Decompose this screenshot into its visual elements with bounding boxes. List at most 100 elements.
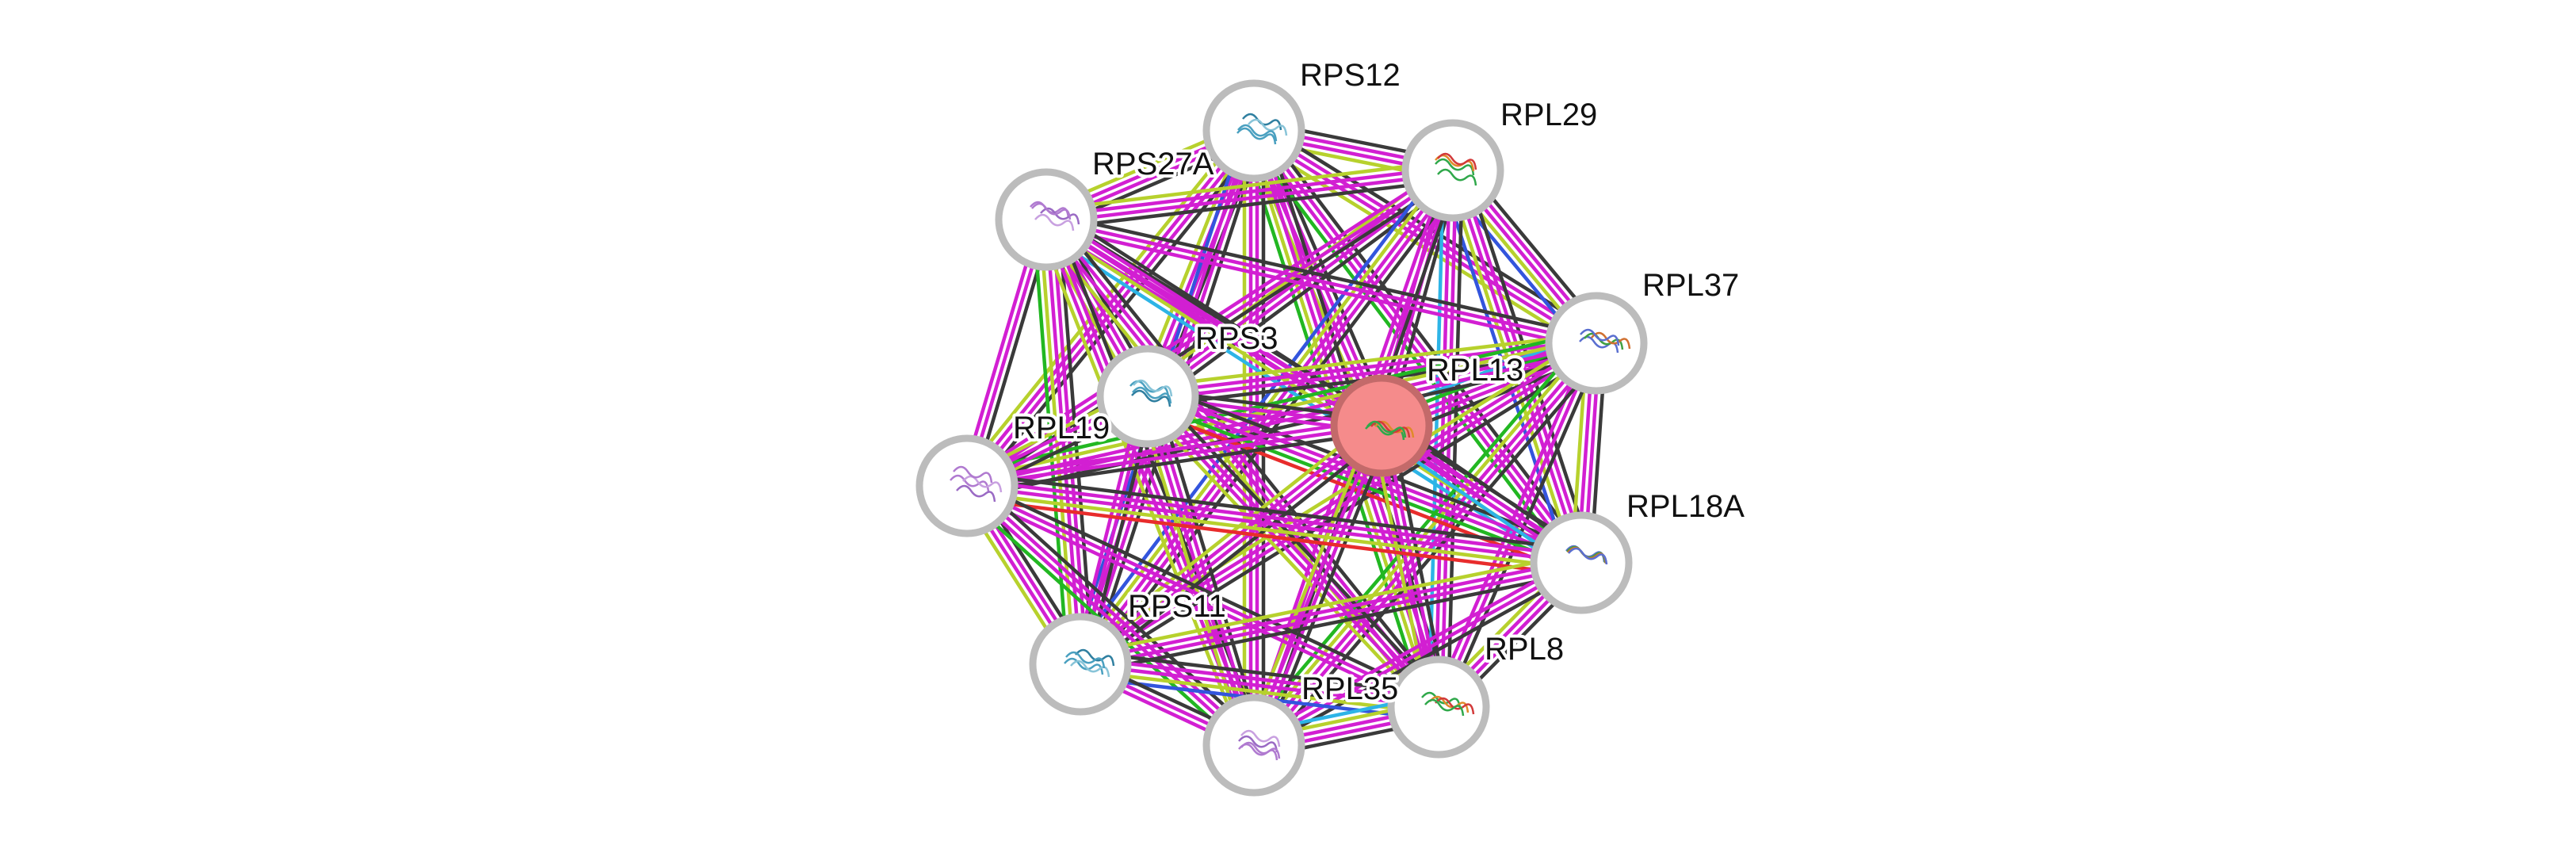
edge-rpl18a-rps11: [1076, 551, 1581, 657]
structure-glyph: [1040, 207, 1080, 225]
edge-rps27a-rps11: [1050, 217, 1089, 666]
node-rpl18a[interactable]: [1530, 511, 1633, 614]
edge-rps3-rpl8: [1143, 396, 1439, 711]
node-circle[interactable]: [1401, 119, 1504, 222]
structure-glyph: [1424, 698, 1465, 717]
structure-glyph: [956, 484, 996, 503]
node-rpl29[interactable]: [1401, 119, 1504, 222]
structure-glyph: [1065, 651, 1106, 669]
edge-rpl13-rpl19: [964, 417, 1383, 482]
labels-layer: RPS12RPL29RPS27ARPL37RPS3RPL13RPL19RPL18…: [1010, 55, 1748, 709]
edge-rpl18a-rps11: [1077, 557, 1583, 663]
edge-rpl18a-rps11: [1080, 570, 1585, 676]
node-label-rps27a: RPS27A: [1092, 147, 1214, 182]
structure-glyph: [1240, 741, 1281, 759]
node-rpl8[interactable]: [1387, 656, 1490, 759]
edge-rps27a-rpl37: [1045, 211, 1600, 339]
edge-rpl29-rps3: [1151, 176, 1461, 406]
edge-rpl29-rps27a: [1044, 165, 1454, 219]
edge-rpl19-rpl35: [963, 486, 1254, 750]
edge-rpl37-rpl35: [1256, 345, 1603, 751]
edge-rpl13-rpl19: [965, 423, 1384, 488]
edge-rpl29-rps27a: [1043, 159, 1454, 212]
edge-rpl37-rps3: [1145, 331, 1597, 389]
edge-rpl37-rpl19: [963, 335, 1597, 482]
edge-rpl13-rpl35: [1249, 422, 1381, 746]
structure-glyph: [1591, 331, 1631, 350]
edge-rpl19-rpl8: [968, 478, 1443, 704]
node-label-rpl19: RPL19: [1013, 411, 1110, 445]
edge-rps27a-rpl35: [1035, 221, 1248, 751]
structure-glyph: [1435, 697, 1475, 715]
structure-glyph: [1366, 420, 1407, 438]
edge-rpl19-rpl18a: [965, 477, 1584, 559]
edge-rpl29-rps27a: [1045, 171, 1455, 225]
edge-rps27a-rpl8: [1052, 212, 1448, 703]
edge-rpl37-rpl19: [968, 354, 1601, 500]
node-label-rps11: RPS11: [1128, 589, 1226, 624]
edge-rps11-rpl8: [1078, 662, 1441, 709]
edge-rpl18a-rpl35: [1252, 560, 1584, 747]
node-circle[interactable]: [1387, 656, 1490, 759]
edge-rpl19-rpl18a: [965, 484, 1584, 565]
node-rpl13[interactable]: [1330, 374, 1433, 477]
node-rps27a[interactable]: [995, 168, 1098, 271]
structure-glyph: [962, 475, 1003, 493]
edge-rpl19-rpl18a: [966, 471, 1585, 552]
node-rpl19[interactable]: [915, 434, 1019, 537]
structure-glyph: [950, 474, 990, 492]
structure-glyph: [1437, 168, 1477, 186]
edge-rps3-rpl8: [1152, 388, 1448, 703]
edge-rpl19-rpl18a: [963, 496, 1582, 578]
edge-rpl37-rpl35: [1247, 337, 1594, 744]
edge-rpl19-rpl18a: [964, 490, 1583, 572]
node-rpl37[interactable]: [1545, 292, 1648, 395]
node-circle[interactable]: [1530, 511, 1633, 614]
edge-rps11-rpl8: [1079, 656, 1442, 703]
node-label-rpl8: RPL8: [1485, 632, 1564, 667]
edge-rpl19-rpl35: [971, 476, 1263, 740]
edge-rpl13-rps11: [1084, 431, 1389, 674]
structure-glyph: [1132, 386, 1172, 404]
edge-rpl18a-rpl35: [1248, 555, 1580, 742]
edge-rpl19-rpl35: [967, 481, 1258, 745]
node-rps11[interactable]: [1029, 613, 1132, 716]
edge-rpl19-rpl8: [962, 489, 1438, 715]
node-label-rps3: RPS3: [1195, 321, 1278, 356]
structure-glyph: [1064, 657, 1104, 675]
edge-rpl37-rpl19: [962, 329, 1596, 476]
structure-glyph: [1580, 328, 1620, 346]
node-label-rpl13: RPL13: [1427, 353, 1523, 388]
edge-rps27a-rpl37: [1042, 224, 1597, 352]
edge-rpl19-rpl8: [965, 484, 1441, 709]
structure-glyph: [1435, 158, 1475, 176]
edge-rps12-rpl18a: [1254, 127, 1586, 563]
node-rps3[interactable]: [1096, 345, 1199, 448]
structure-glyph: [1248, 118, 1288, 136]
structure-glyph: [1070, 659, 1110, 678]
structure-glyph: [1034, 213, 1075, 231]
edge-rps11-rpl8: [1080, 649, 1443, 697]
edge-rpl29-rps27a: [1045, 178, 1456, 231]
edge-rpl29-rps11: [1088, 176, 1466, 674]
edge-rpl13-rps11: [1076, 421, 1382, 664]
node-rps12[interactable]: [1202, 79, 1305, 182]
structure-glyph: [953, 465, 993, 484]
structure-glyph: [1240, 729, 1281, 747]
edge-rps27a-rpl37: [1044, 217, 1599, 346]
edge-rpl13-rpl35: [1243, 420, 1375, 744]
node-label-rpl29: RPL29: [1500, 97, 1597, 132]
node-rpl35[interactable]: [1202, 694, 1305, 797]
edge-rpl29-rps11: [1084, 172, 1460, 671]
structure-glyph: [1236, 127, 1277, 145]
structure-glyph: [1437, 152, 1477, 170]
node-label-rps12: RPS12: [1300, 58, 1401, 93]
node-circle[interactable]: [995, 168, 1098, 271]
edge-rpl29-rpl8: [1446, 169, 1465, 709]
structure-glyph: [1568, 547, 1608, 565]
structure-glyph: [1075, 648, 1115, 667]
structure-glyph: [1133, 379, 1173, 397]
structure-glyph: [1421, 691, 1462, 709]
nodes-layer: [915, 79, 1648, 797]
edge-rpl18a-rps11: [1079, 564, 1584, 670]
